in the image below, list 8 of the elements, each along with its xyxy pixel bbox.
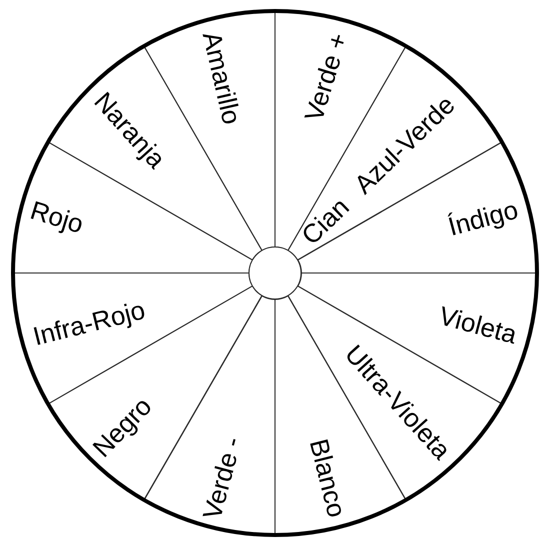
sector-label: Blanco [306, 436, 350, 520]
sector-label: Amarillo [198, 29, 246, 127]
sector-label: Verde - [198, 434, 246, 522]
sector-label: Infra-Rojo [30, 296, 148, 350]
sector-label: Violeta [436, 302, 520, 348]
sector-label: Verde + [300, 30, 352, 124]
sector-label: Rojo [28, 196, 86, 238]
sector-label: Índigo [445, 196, 521, 240]
